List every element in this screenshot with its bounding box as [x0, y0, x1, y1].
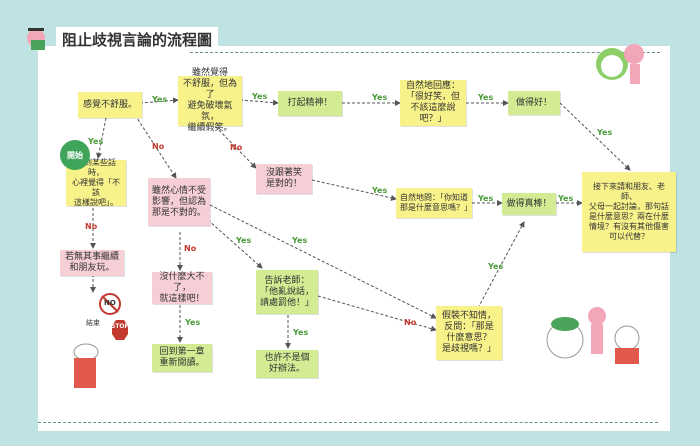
arrow-n1-n2 — [139, 97, 179, 104]
label-yes-n5-n11: Yes — [597, 128, 613, 137]
node-ask-meaning: 自然地問：「你知道 那是什麼意思嗎？」 — [396, 188, 472, 218]
label-no-n1-n8: No — [152, 142, 165, 151]
arrow-n1-n6 — [96, 117, 107, 159]
label-yes-n1-n6: Yes — [88, 137, 104, 146]
node-maybe-not-good: 也許不是個 好辦法。 — [256, 350, 318, 378]
arrow-n14-n15 — [317, 295, 437, 332]
label-yes-n9-n10: Yes — [478, 194, 494, 203]
flowchart-panel — [38, 46, 670, 431]
arrow-n15-n10 — [477, 221, 525, 309]
node-pretend-ignorance: 假裝不知情， 反問：「那是 什麼意思？ 是歧視嗎？」 — [436, 306, 502, 360]
arrow-n8-n14 — [207, 219, 263, 269]
node-tell-teacher: 告訴老師： 「他亂說話， 請處罰他！」 — [256, 270, 318, 314]
label-yes-n15-n10: Yes — [488, 262, 504, 271]
arrow-n1-n8 — [134, 114, 177, 179]
label-yes-n4-n5: Yes — [478, 93, 494, 102]
arrow-n8-n15 — [209, 204, 437, 319]
arrow-n2-n3 — [239, 99, 279, 106]
node-no-big-deal: 沒什麼大不了， 就這樣吧！ — [152, 272, 212, 304]
label-yes-n1-n2: Yes — [152, 95, 168, 104]
pig-cat-characters-top-right — [596, 44, 644, 84]
label-yes-n2-n3: Yes — [252, 92, 268, 101]
node-well-done: 做得好！ — [508, 91, 560, 115]
label-yes-n7-n9: Yes — [372, 186, 388, 195]
arrow-n5-n11 — [559, 102, 631, 171]
arrow-n7-n9 — [311, 179, 397, 201]
label-yes-n13-n16: Yes — [185, 318, 201, 327]
node-back-to-chapter-one: 回到第一章 重新閱讀。 — [152, 344, 212, 372]
label-no-n14-n15: No — [404, 318, 417, 327]
page-title: 阻止歧視言論的流程圖 — [56, 26, 219, 52]
node-great-job: 做得真棒！ — [502, 193, 556, 215]
node-feel-uncomfortable: 感覺不舒服。 — [78, 92, 142, 118]
node-respond-naturally: 自然地回應： 「很好笑，但 不該這麼說 吧？」 — [400, 80, 466, 126]
node-keep-playing: 若無其事繼續 和朋友玩。 — [60, 250, 124, 276]
stop-sign-text: STOP — [111, 323, 129, 330]
characters-bottom-right — [546, 307, 640, 364]
label-no-n8-n13: No — [184, 244, 197, 253]
label-yes-n14-n17: Yes — [293, 328, 309, 337]
node-hear-words: 聽到某些話時， 心裡覺得「不該 這樣說吧」。 — [66, 158, 126, 207]
arrow-n2-n7 — [211, 122, 257, 169]
label-no-n2-n7: No — [230, 143, 243, 152]
label-no-n6-n12: No — [85, 222, 98, 231]
label-yes-n8-n15: Yes — [292, 236, 308, 245]
node-keep-fake-smiling: 雖然覺得 不舒服，但為了 避免破壞氣氛， 繼續假笑。 — [178, 68, 242, 133]
node-not-laughing-right: 沒跟著笑 是對的！ — [256, 164, 312, 194]
title-area: 阻止歧視言論的流程圖 — [22, 26, 219, 52]
start-bubble: 開始 — [60, 140, 90, 170]
end-label: 結束 — [86, 319, 100, 327]
label-yes-n8-n14: Yes — [236, 236, 252, 245]
node-cheer-up: 打起精神！ — [278, 91, 342, 116]
reading-pig-icon — [27, 28, 45, 50]
node-discuss-later: 接下來請和朋友、老師、 父母一起討論，那句話 是什麼意思？兩在什麼 情境？有沒有… — [582, 172, 676, 252]
bottom-dashed-border — [38, 422, 658, 423]
dog-with-signs-illustration — [73, 293, 128, 388]
label-yes-n10-n11: Yes — [558, 194, 574, 203]
node-think-wrong: 雖然心情不受 影響，但認為 那是不對的。 — [148, 178, 210, 226]
top-dashed-border — [190, 52, 660, 53]
no-sign-text: NO — [104, 299, 116, 307]
label-yes-n3-n4: Yes — [372, 93, 388, 102]
